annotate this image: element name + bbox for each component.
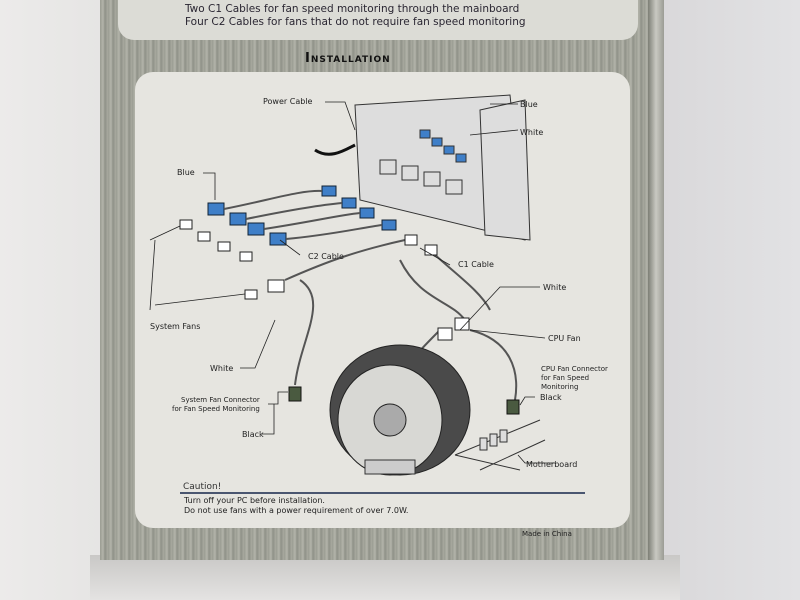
label-cpu-fan: CPU Fan [548, 334, 581, 343]
leader-lines [149, 101, 555, 464]
label-black-right: Black [540, 393, 562, 402]
caution-divider [180, 492, 585, 494]
label-black-left: Black [242, 430, 264, 439]
caution-line: Do not use fans with a power requirement… [184, 506, 409, 515]
label-white-top: White [520, 128, 544, 137]
fan-controller-bay [354, 94, 531, 241]
label-white-right: White [543, 283, 567, 292]
label-c1-cable: C1 Cable [458, 260, 494, 269]
table-shadow [90, 555, 680, 600]
power-cable [314, 143, 356, 156]
caution-title: Caution! [183, 482, 222, 492]
fan-connectors [288, 386, 520, 415]
white-connectors [179, 219, 470, 341]
contents-line-c1: Two C1 Cables for fan speed monitoring t… [185, 3, 520, 15]
label-line: for Fan Speed [541, 374, 590, 382]
label-c2-cable: C2 Cable [308, 252, 344, 261]
label-line: System Fan Connector [181, 396, 260, 404]
label-line: CPU Fan Connector [541, 365, 608, 373]
label-blue-top: Blue [520, 100, 538, 109]
cpu-cooler [329, 344, 471, 476]
label-power-cable: Power Cable [263, 97, 313, 106]
label-white-left: White [210, 364, 234, 373]
label-blue-left: Blue [177, 168, 195, 177]
blue-connectors [207, 185, 397, 246]
caution-line: Turn off your PC before installation. [184, 496, 325, 505]
contents-line-c2: Four C2 Cables for fans that do not requ… [185, 16, 526, 28]
made-in-label: Made in China [522, 530, 572, 538]
label-line: for Fan Speed Monitoring [172, 405, 260, 413]
label-system-fans: System Fans [150, 322, 201, 331]
contents-panel [118, 0, 638, 40]
label-motherboard: Motherboard [526, 460, 578, 469]
box-edge [648, 0, 664, 560]
motherboard-outline [454, 419, 546, 471]
label-line: Monitoring [541, 383, 579, 391]
section-title: Installation [305, 51, 391, 66]
